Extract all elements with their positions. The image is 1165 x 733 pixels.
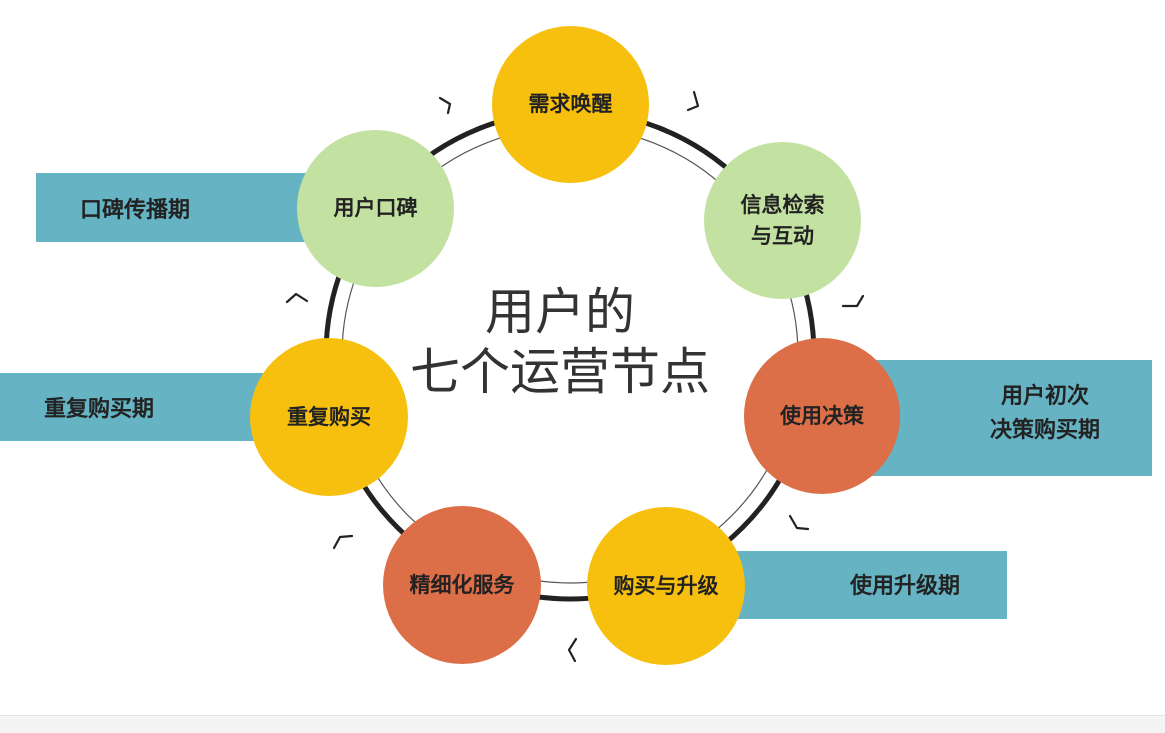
first-decision-period-label: 用户初次 决策购买期 (989, 384, 1100, 443)
arrow-mark-3 (841, 294, 865, 308)
arrow-mark-7 (285, 292, 309, 304)
node-purchase-upgrade-label: 购买与升级 (613, 573, 719, 598)
arrow-mark-1 (438, 96, 452, 115)
bottom-toolbar-strip (0, 715, 1165, 733)
node-repeat-purchase-label: 重复购买 (287, 404, 371, 429)
arrow-mark-6 (332, 534, 354, 550)
node-repeat-purchase: 重复购买 (250, 338, 408, 496)
node-demand-awakening: 需求唤醒 (492, 26, 649, 183)
node-use-decision-label: 使用决策 (780, 403, 864, 428)
node-refined-service: 精细化服务 (383, 506, 541, 664)
node-refined-service-label: 精细化服务 (409, 572, 515, 597)
node-info-search: 信息检索 与互动 (704, 142, 861, 299)
arrow-mark-2 (686, 90, 700, 112)
repeat-purchase-period-label: 重复购买期 (44, 397, 155, 422)
node-word-of-mouth-label: 用户口碑 (333, 196, 418, 220)
node-demand-awakening-label: 需求唤醒 (528, 92, 613, 116)
node-info-search-label: 信息检索 与互动 (740, 192, 825, 248)
node-use-decision: 使用决策 (744, 338, 900, 494)
word-of-mouth-period-label: 口碑传播期 (80, 197, 191, 223)
node-purchase-upgrade: 购买与升级 (587, 507, 745, 665)
arrow-mark-5 (567, 637, 578, 663)
upgrade-period-label: 使用升级期 (849, 574, 960, 599)
arrow-mark-4 (788, 514, 810, 531)
node-word-of-mouth: 用户口碑 (297, 130, 454, 287)
center-title: 用户的 七个运营节点 (410, 283, 710, 401)
